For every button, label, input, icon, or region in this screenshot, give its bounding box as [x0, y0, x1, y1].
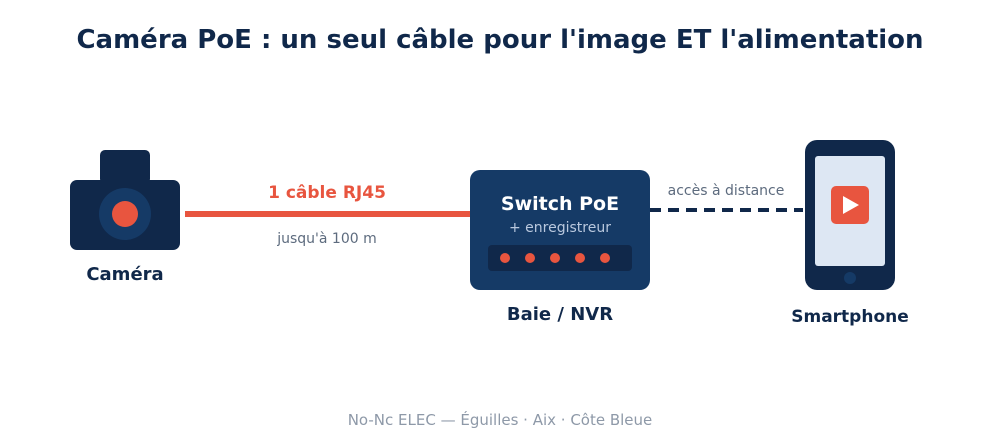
switch-label: Baie / NVR: [507, 304, 613, 325]
remote-access-label: accès à distance: [668, 183, 785, 199]
camera-label: Caméra: [86, 264, 163, 285]
footer-credit: No-Nc ELEC — Éguilles · Aix · Côte Bleue: [348, 410, 653, 429]
switch-port-led: [575, 253, 585, 263]
page-title: Caméra PoE : un seul câble pour l'image …: [76, 25, 923, 55]
cable-label: 1 câble RJ45: [268, 183, 386, 203]
switch-port-led: [500, 253, 510, 263]
switch-port-led: [600, 253, 610, 263]
switch-subtitle: + enregistreur: [509, 220, 611, 236]
camera-icon: [70, 150, 180, 250]
cable-distance-label: jusqu'à 100 m: [276, 231, 377, 247]
switch-box: [470, 170, 650, 290]
switch-title: Switch PoE: [501, 193, 619, 215]
play-icon: [831, 186, 869, 224]
switch-ports: [500, 253, 610, 263]
switch-port-led: [525, 253, 535, 263]
smartphone-label: Smartphone: [791, 307, 909, 327]
switch-port-led: [550, 253, 560, 263]
phone-home-button: [844, 272, 856, 284]
